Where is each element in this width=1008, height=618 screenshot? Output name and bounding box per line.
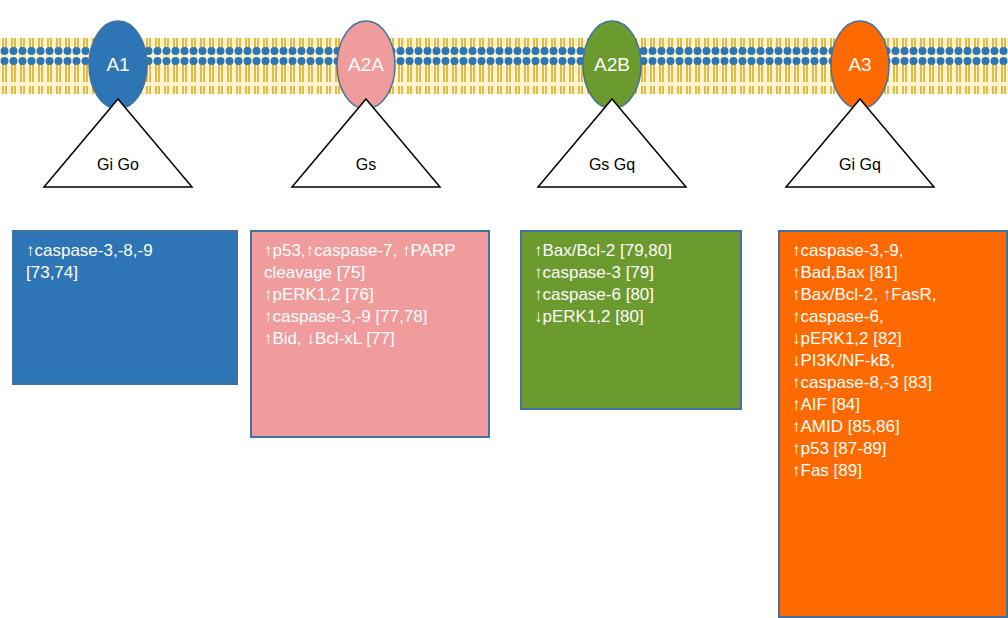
- triangle-outline: [537, 98, 687, 188]
- effect-box: ↑p53,↑caspase-7, ↑PARP cleavage [75]↑pER…: [250, 230, 490, 438]
- effect-text: ↑caspase-3 [79]: [534, 262, 734, 284]
- receptor-label: A1: [88, 54, 148, 76]
- g-protein-label: Gi Go: [43, 156, 193, 174]
- effect-text: ↓pERK1,2 [80]: [534, 306, 734, 328]
- receptor-shape: [337, 21, 395, 109]
- effect-text: ↑Bax/Bcl-2, ↑FasR, ↑caspase-6, ↓pERK1,2 …: [792, 284, 960, 350]
- g-protein-triangle: Gs Gq: [537, 98, 687, 188]
- effect-text: ↑Bax/Bcl-2 [79,80]: [534, 240, 734, 262]
- effect-text: ↑caspase-3,-8,-9 [73,74]: [26, 240, 204, 284]
- receptor-ellipse: A2B: [582, 20, 642, 110]
- triangle-shape: [786, 99, 934, 187]
- receptor-ellipse: A2A: [336, 20, 396, 110]
- receptor-label: A2B: [582, 54, 642, 76]
- effect-text: ↑AMID [85,86]: [792, 416, 960, 438]
- receptor-shape: [831, 21, 889, 109]
- effect-text: ↑caspase-3,-9 [77,78]: [264, 306, 479, 328]
- g-protein-label: Gi Gq: [785, 156, 935, 174]
- receptor-label: A2A: [336, 54, 396, 76]
- effect-text: ↑caspase-6 [80]: [534, 284, 734, 306]
- effect-text: ↑p53 [87-89]: [792, 438, 960, 460]
- effect-text: ↓PI3K/NF-kB, ↑caspase-8,-3 [83]: [792, 350, 960, 394]
- receptor-label: A3: [830, 54, 890, 76]
- effect-box: ↑caspase-3,-9, ↑Bad,Bax [81]↑Bax/Bcl-2, …: [778, 230, 1008, 618]
- effect-text: ↑Bid, ↓Bcl-xL [77]: [264, 328, 479, 350]
- triangle-outline: [785, 98, 935, 188]
- receptor-shape: [89, 21, 147, 109]
- effect-text: ↑Fas [89]: [792, 460, 960, 482]
- g-protein-triangle: Gi Go: [43, 98, 193, 188]
- g-protein-triangle: Gi Gq: [785, 98, 935, 188]
- effect-text: ↑AIF [84]: [792, 394, 960, 416]
- effect-box: ↑caspase-3,-8,-9 [73,74]: [12, 230, 238, 385]
- g-protein-triangle: Gs: [291, 98, 441, 188]
- effect-text: ↑p53,↑caspase-7, ↑PARP cleavage [75]: [264, 240, 479, 284]
- receptor-ellipse: A3: [830, 20, 890, 110]
- effect-text: ↑caspase-3,-9, ↑Bad,Bax [81]: [792, 240, 960, 284]
- g-protein-label: Gs: [291, 156, 441, 174]
- triangle-shape: [538, 99, 686, 187]
- triangle-shape: [292, 99, 440, 187]
- effect-box: ↑Bax/Bcl-2 [79,80]↑caspase-3 [79]↑caspas…: [520, 230, 742, 410]
- receptor-ellipse: A1: [88, 20, 148, 110]
- triangle-shape: [44, 99, 192, 187]
- triangle-outline: [43, 98, 193, 188]
- g-protein-label: Gs Gq: [537, 156, 687, 174]
- triangle-outline: [291, 98, 441, 188]
- effect-text: ↑pERK1,2 [76]: [264, 284, 479, 306]
- receptor-shape: [583, 21, 641, 109]
